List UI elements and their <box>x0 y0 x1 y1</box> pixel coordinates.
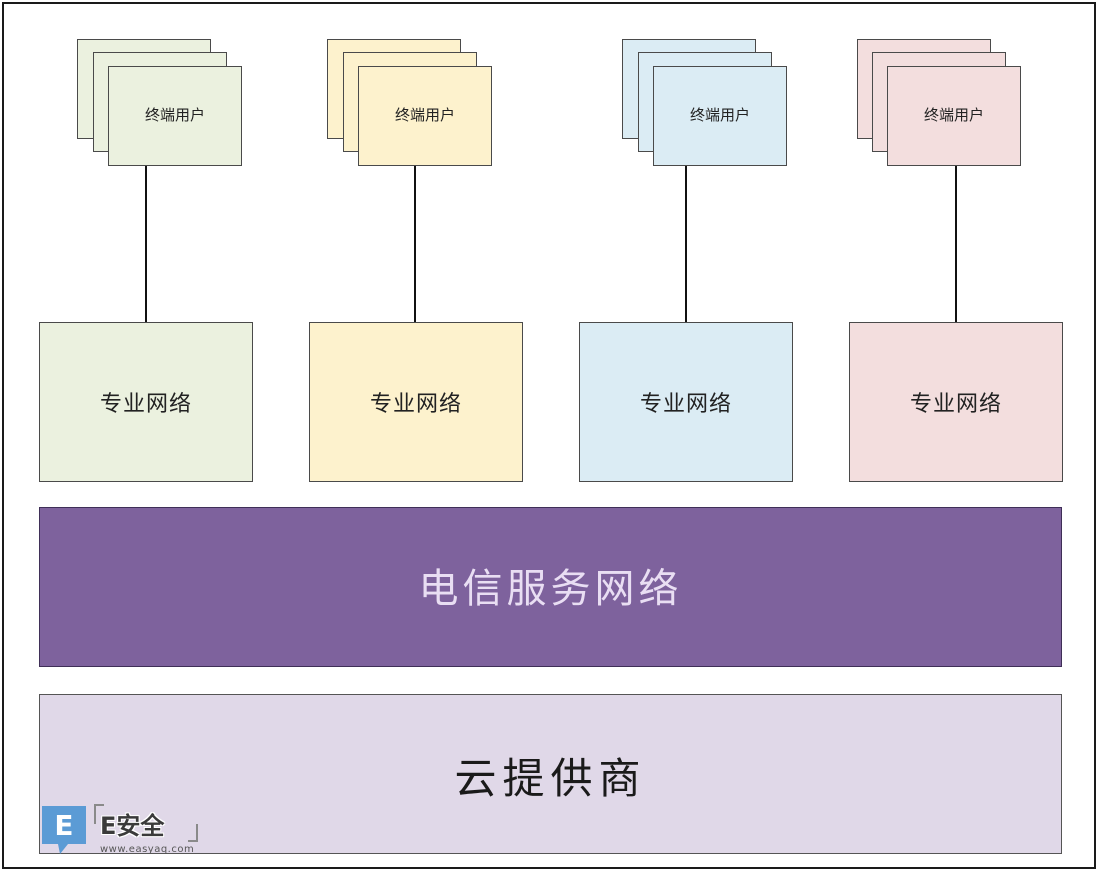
svg-text:E: E <box>54 809 73 842</box>
easyaq-logo: E E安全 www.easyaq.com <box>38 804 208 862</box>
end-user-box-1: 终端用户 <box>108 66 242 166</box>
professional-network-box-2: 专业网络 <box>309 322 523 482</box>
logo-brand-text: E安全 <box>100 812 165 840</box>
connector-line-4 <box>955 166 957 322</box>
logo-bracket-left <box>94 804 104 824</box>
professional-network-box-4: 专业网络 <box>849 322 1063 482</box>
connector-line-1 <box>145 166 147 322</box>
connector-line-2 <box>414 166 416 322</box>
logo-bracket-right <box>188 824 198 842</box>
end-user-box-2: 终端用户 <box>358 66 492 166</box>
professional-network-box-1: 专业网络 <box>39 322 253 482</box>
e-badge-icon: E <box>42 806 86 854</box>
connector-line-3 <box>685 166 687 322</box>
cloud-provider-layer: 云提供商 <box>39 694 1062 854</box>
professional-network-box-3: 专业网络 <box>579 322 793 482</box>
end-user-box-3: 终端用户 <box>653 66 787 166</box>
logo-url-text: www.easyaq.com <box>100 844 195 855</box>
end-user-box-4: 终端用户 <box>887 66 1021 166</box>
telecom-service-network-layer: 电信服务网络 <box>39 507 1062 667</box>
